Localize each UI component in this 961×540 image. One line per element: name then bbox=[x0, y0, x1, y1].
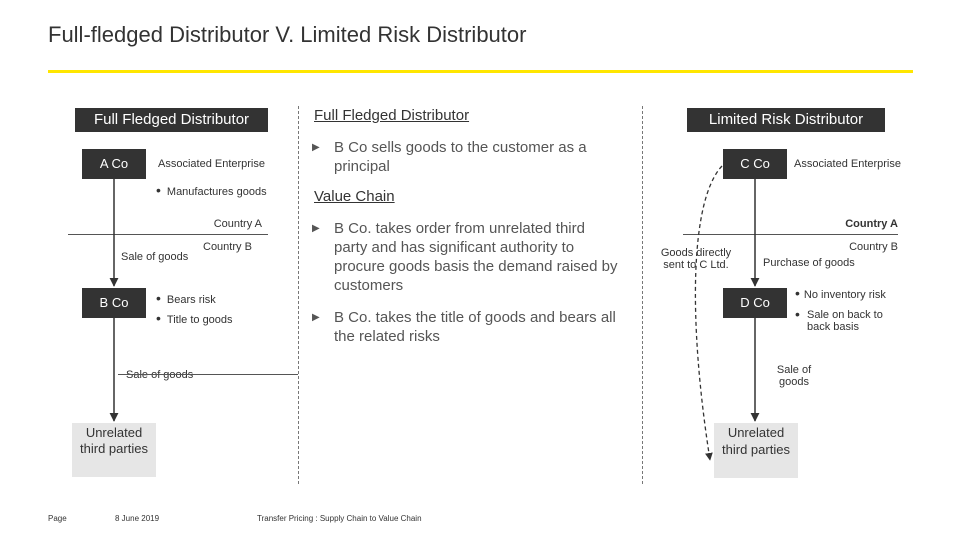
middle-bullet-3: ▶ B Co. takes the title of goods and bea… bbox=[312, 308, 622, 346]
manufactures-text: Manufactures goods bbox=[166, 186, 267, 198]
middle-bullet-1-text: B Co sells goods to the customer as a pr… bbox=[334, 139, 587, 175]
divider-left bbox=[298, 106, 299, 484]
bullet-dot: • bbox=[156, 182, 161, 198]
title-to-goods-bullet: • Title to goods bbox=[156, 310, 233, 326]
no-inventory-bullet: •No inventory risk bbox=[795, 285, 886, 301]
bullet-dot: • bbox=[795, 306, 800, 322]
middle-heading-full-fledged: Full Fledged Distributor bbox=[314, 107, 470, 124]
footer-document-title: Transfer Pricing : Supply Chain to Value… bbox=[257, 514, 422, 523]
middle-bullet-3-text: B Co. takes the title of goods and bears… bbox=[334, 309, 616, 345]
triangle-bullet-icon: ▶ bbox=[312, 312, 320, 323]
bears-risk-text: Bears risk bbox=[166, 294, 216, 306]
dashed-direct-shipment-curve bbox=[694, 165, 723, 461]
country-b-label: Country B bbox=[203, 241, 252, 253]
associated-enterprise-label: Associated Enterprise bbox=[158, 158, 265, 170]
country-border-line-right bbox=[683, 234, 898, 235]
country-a-label-right: Country A bbox=[845, 218, 898, 230]
limited-risk-header: Limited Risk Distributor bbox=[687, 108, 885, 132]
sale-of-goods-label-right: Sale of goods bbox=[776, 364, 812, 388]
associated-enterprise-label-right: Associated Enterprise bbox=[794, 158, 901, 170]
unrelated-third-parties-box-left: Unrelated third parties bbox=[72, 423, 156, 477]
bullet-dot: • bbox=[156, 310, 161, 326]
d-co-box: D Co bbox=[723, 288, 787, 318]
left-horizontal-line bbox=[118, 374, 298, 375]
country-border-line bbox=[68, 234, 268, 235]
middle-bullet-2-text: B Co. takes order from unrelated third p… bbox=[334, 220, 618, 294]
triangle-bullet-icon: ▶ bbox=[312, 223, 320, 234]
manufactures-bullet: • Manufactures goods bbox=[156, 182, 267, 198]
footer-date: 8 June 2019 bbox=[115, 514, 160, 523]
b-co-box: B Co bbox=[82, 288, 146, 318]
middle-bullet-1: ▶ B Co sells goods to the customer as a … bbox=[312, 138, 612, 176]
no-inventory-text: No inventory risk bbox=[803, 289, 886, 301]
purchase-of-goods-label: Purchase of goods bbox=[763, 257, 855, 269]
middle-heading-value-chain: Value Chain bbox=[314, 188, 395, 205]
page-title: Full-fledged Distributor V. Limited Risk… bbox=[48, 22, 527, 47]
sale-of-goods-label-1: Sale of goods bbox=[121, 251, 189, 263]
triangle-bullet-icon: ▶ bbox=[312, 142, 320, 153]
sale-of-goods-label-2: Sale of goods bbox=[126, 369, 194, 381]
country-a-label: Country A bbox=[213, 218, 262, 230]
unrelated-third-parties-box-right: Unrelated third parties bbox=[714, 423, 798, 478]
sale-back-to-back-text: Sale on back to back basis bbox=[807, 309, 883, 333]
divider-right bbox=[642, 106, 643, 484]
sale-back-to-back-bullet: • Sale on back to back basis bbox=[795, 306, 905, 333]
middle-bullet-2: ▶ B Co. takes order from unrelated third… bbox=[312, 219, 622, 295]
bullet-dot: • bbox=[795, 285, 800, 301]
country-b-label-right: Country B bbox=[849, 241, 898, 253]
a-co-box: A Co bbox=[82, 149, 146, 179]
title-underline bbox=[48, 70, 913, 73]
bears-risk-bullet: • Bears risk bbox=[156, 290, 216, 306]
goods-directly-sent-label: Goods directly sent to C Ltd. bbox=[660, 247, 732, 271]
bullet-dot: • bbox=[156, 290, 161, 306]
footer-page-label: Page bbox=[48, 514, 67, 523]
title-to-goods-text: Title to goods bbox=[166, 314, 233, 326]
full-fledged-header: Full Fledged Distributor bbox=[75, 108, 268, 132]
c-co-box: C Co bbox=[723, 149, 787, 179]
